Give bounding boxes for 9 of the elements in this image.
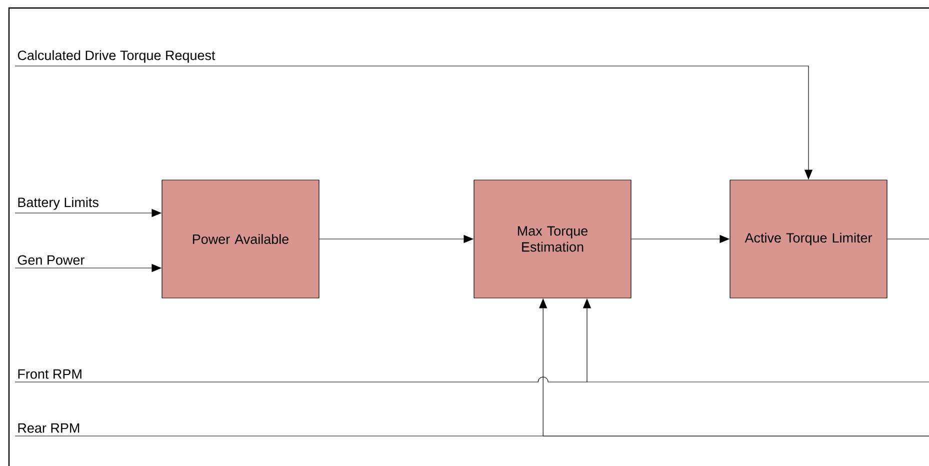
signal-label: Rear RPM — [18, 423, 80, 433]
signal-label: Battery Limits — [18, 197, 98, 210]
signal-label: Calculated Drive Torque Request — [18, 50, 216, 63]
process-box: Power Available — [162, 180, 320, 298]
line — [887, 238, 929, 240]
process-box: Active Torque Limiter — [730, 180, 888, 298]
process-box: Max Torque Estimation — [474, 180, 632, 298]
signal-label: Front RPM — [18, 369, 82, 379]
signal-label: Gen Power — [18, 255, 84, 265]
